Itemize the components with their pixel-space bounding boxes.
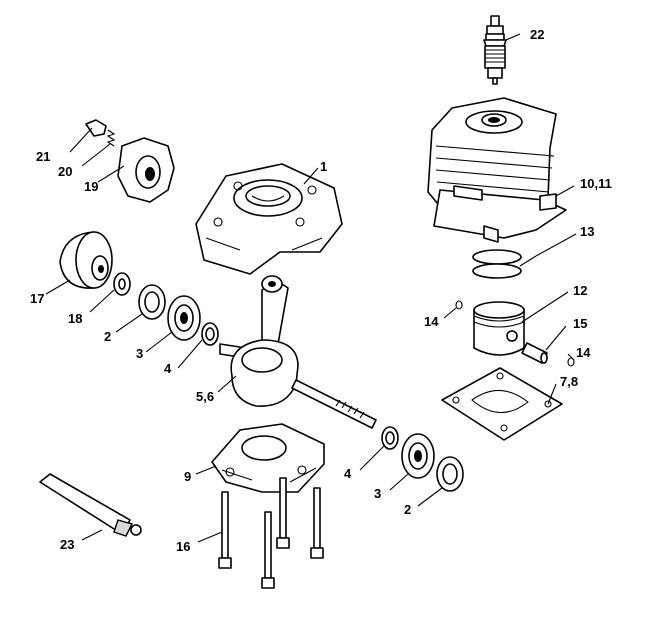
callout-10-11: 10,11: [580, 176, 612, 191]
callout-14-a: 14: [424, 314, 439, 329]
callout-1: 1: [320, 159, 327, 174]
callout-7-8: 7,8: [560, 374, 578, 389]
callout-20: 20: [58, 164, 72, 179]
callout-21: 21: [36, 149, 50, 164]
callout-2-left: 2: [104, 329, 111, 344]
callout-2-right: 2: [404, 502, 411, 517]
piston-rings-part: [472, 249, 522, 279]
callout-15: 15: [573, 316, 587, 331]
flywheel-part: [59, 231, 113, 289]
crankshaft-part: [219, 275, 377, 429]
callout-19: 19: [84, 179, 98, 194]
callout-18: 18: [68, 311, 82, 326]
grease-tube-part: [39, 473, 142, 537]
oil-seal-left-part: [138, 284, 166, 320]
callout-14-b: 14: [576, 345, 591, 360]
washer-part: [113, 272, 131, 296]
callout-9: 9: [184, 469, 191, 484]
callout-4-left: 4: [164, 361, 172, 376]
callout-12: 12: [573, 283, 587, 298]
callout-3-right: 3: [374, 486, 381, 501]
screws-part: [218, 477, 324, 589]
spark-plug-part: [483, 15, 507, 85]
callout-17: 17: [30, 291, 44, 306]
ball-bearing-left-part: [167, 295, 201, 341]
washer-right-part: [381, 426, 399, 450]
piston-part: [473, 301, 525, 356]
callout-5-6: 5,6: [196, 389, 214, 404]
washer-left-part: [201, 322, 219, 346]
cylinder-part: [427, 97, 567, 243]
callout-3-left: 3: [136, 346, 143, 361]
leader-lines: [45, 33, 577, 543]
flywheel-cover-part: [117, 137, 175, 203]
callout-22: 22: [530, 27, 544, 42]
ball-bearing-right-part: [401, 433, 435, 479]
callout-16: 16: [176, 539, 190, 554]
oil-seal-right-part: [436, 456, 464, 492]
callout-23: 23: [60, 537, 74, 552]
callout-13: 13: [580, 224, 594, 239]
callout-4-right: 4: [344, 466, 352, 481]
crankcase-lower-part: [211, 423, 325, 493]
cylinder-gasket-part: [441, 367, 563, 441]
crankcase-upper-part: [195, 163, 343, 275]
circlip-part: [455, 300, 575, 367]
piston-pin-part: [521, 342, 548, 364]
screw-and-spring-part: [85, 119, 116, 147]
